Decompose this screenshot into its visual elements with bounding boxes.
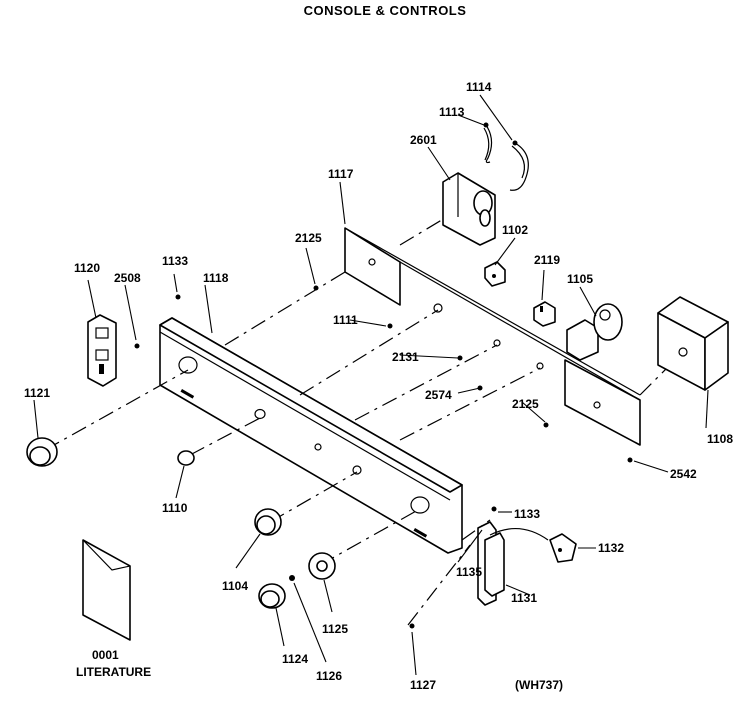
knob-1124 [258,583,286,609]
label-1110: 1110 [162,501,188,515]
label-1121: 1121 [24,386,50,400]
label-1114: 1114 [466,80,492,94]
literature-sheet [82,539,131,641]
part-2119 [533,301,556,327]
label-1131: 1131 [511,591,537,605]
label-1132: 1132 [598,541,624,555]
label-2125-bottom: 2125 [512,397,539,411]
label-1111: 1111 [333,313,358,327]
label-1113: 1113 [439,105,465,119]
label-2125-top: 2125 [295,231,322,245]
part-1120 [87,314,117,387]
knob-1110 [177,450,195,466]
label-1133-top: 1133 [162,254,188,268]
rear-bracket [344,227,641,446]
knob-1104 [254,508,282,536]
console-panel [159,317,463,554]
label-1126: 1126 [316,669,342,683]
screws [134,285,633,629]
diagram-code: (WH737) [515,678,563,692]
label-1133-right: 1133 [514,507,540,521]
part-labels: 1114 1113 2601 1117 1102 2125 2119 1105 … [24,80,733,692]
part-1108-box [657,296,729,391]
label-2119: 2119 [534,253,560,267]
leader-lines [33,94,709,676]
label-1104: 1104 [222,579,248,593]
label-1118: 1118 [203,271,229,285]
label-1125: 1125 [322,622,348,636]
part-1105-motor [566,303,623,361]
part-1132 [549,533,577,563]
label-1127: 1127 [410,678,436,692]
label-2601: 2601 [410,133,437,147]
label-1105: 1105 [567,272,593,286]
part-2601-timer [442,172,496,246]
label-1124: 1124 [282,652,308,666]
label-2508: 2508 [114,271,141,285]
knob-1121 [26,437,58,467]
part-1131 [477,521,549,606]
part-1102 [484,261,506,287]
diagram-title: CONSOLE & CONTROLS [304,3,467,18]
label-literature-number: 0001 [92,648,119,662]
label-1135: 1135 [456,565,482,579]
part-1113-1114-wires [483,122,529,191]
label-2574: 2574 [425,388,452,402]
label-2542: 2542 [670,467,697,481]
assembly-lines [44,211,681,626]
label-1117: 1117 [328,167,354,181]
part-1126 [289,575,295,581]
label-1108: 1108 [707,432,733,446]
label-1102: 1102 [502,223,528,237]
label-1120: 1120 [74,261,100,275]
dial-1125 [308,552,336,580]
label-2131: 2131 [392,350,419,364]
label-literature: LITERATURE [76,665,151,679]
